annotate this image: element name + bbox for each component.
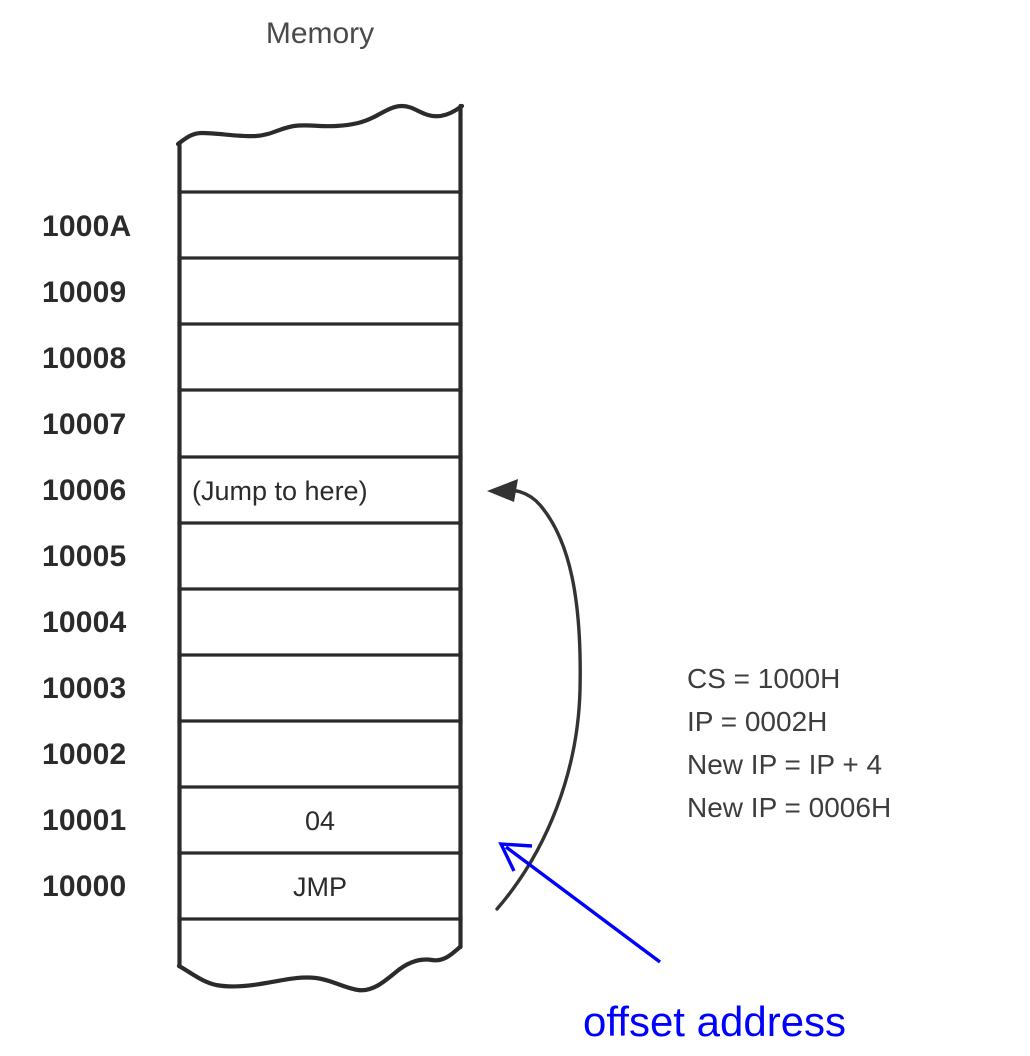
jump-flow-arrow bbox=[495, 488, 582, 911]
offset-address-arrow-shaft bbox=[504, 845, 662, 964]
memory-top-wavy-edge bbox=[175, 103, 465, 147]
address-label-column: 1000A 10009 10008 10007 10006 10005 1000… bbox=[42, 210, 131, 903]
memory-cell-10000: JMP bbox=[293, 872, 347, 902]
memory-title: Memory bbox=[266, 17, 374, 50]
info-line-cs: CS = 1000H bbox=[687, 663, 840, 694]
address-label-10006: 10006 bbox=[42, 474, 126, 507]
memory-bottom-wavy-edge bbox=[176, 944, 463, 993]
offset-address-annotation-label: offset address bbox=[583, 998, 846, 1045]
address-label-10009: 10009 bbox=[42, 276, 126, 309]
address-label-10003: 10003 bbox=[42, 672, 126, 705]
memory-cell-10001: 04 bbox=[305, 806, 335, 836]
register-info-block: CS = 1000H IP = 0002H New IP = IP + 4 Ne… bbox=[687, 663, 891, 823]
address-label-10001: 10001 bbox=[42, 804, 126, 837]
offset-address-arrowhead bbox=[498, 842, 533, 872]
memory-cell-10006: (Jump to here) bbox=[192, 476, 368, 506]
address-label-10005: 10005 bbox=[42, 540, 126, 573]
info-line-new-ip-value: New IP = 0006H bbox=[687, 792, 891, 823]
info-line-ip: IP = 0002H bbox=[687, 706, 827, 737]
address-label-10002: 10002 bbox=[42, 738, 126, 771]
info-line-new-ip-expr: New IP = IP + 4 bbox=[687, 749, 882, 780]
address-label-10000: 10000 bbox=[42, 870, 126, 903]
address-label-10004: 10004 bbox=[42, 606, 127, 639]
address-label-10007: 10007 bbox=[42, 408, 126, 441]
memory-cell-contents: (Jump to here) 04 JMP bbox=[192, 476, 368, 902]
jump-flow-arrowhead bbox=[487, 479, 518, 502]
address-label-1000A: 1000A bbox=[42, 210, 131, 243]
memory-row-dividers bbox=[177, 190, 463, 921]
address-label-10008: 10008 bbox=[42, 342, 126, 375]
